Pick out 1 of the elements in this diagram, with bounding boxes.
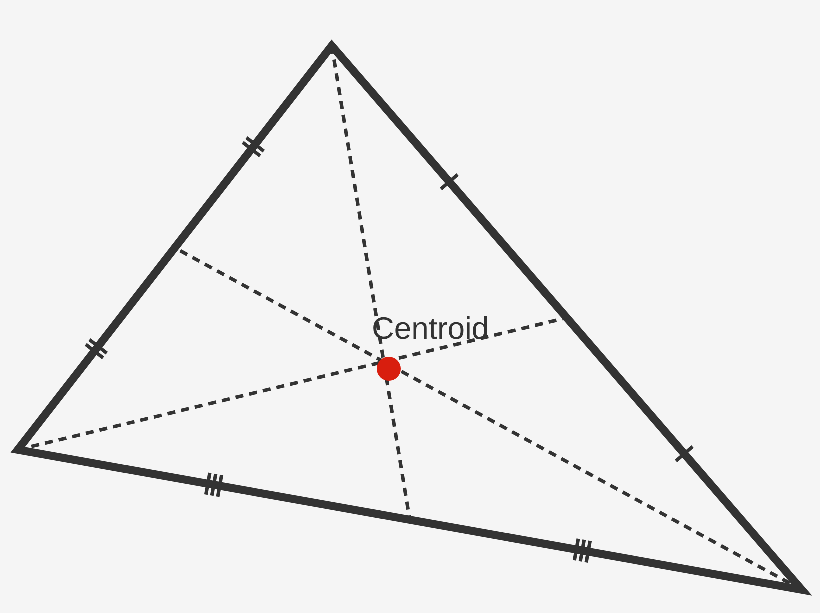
centroid-label: Centroid [372, 313, 490, 344]
